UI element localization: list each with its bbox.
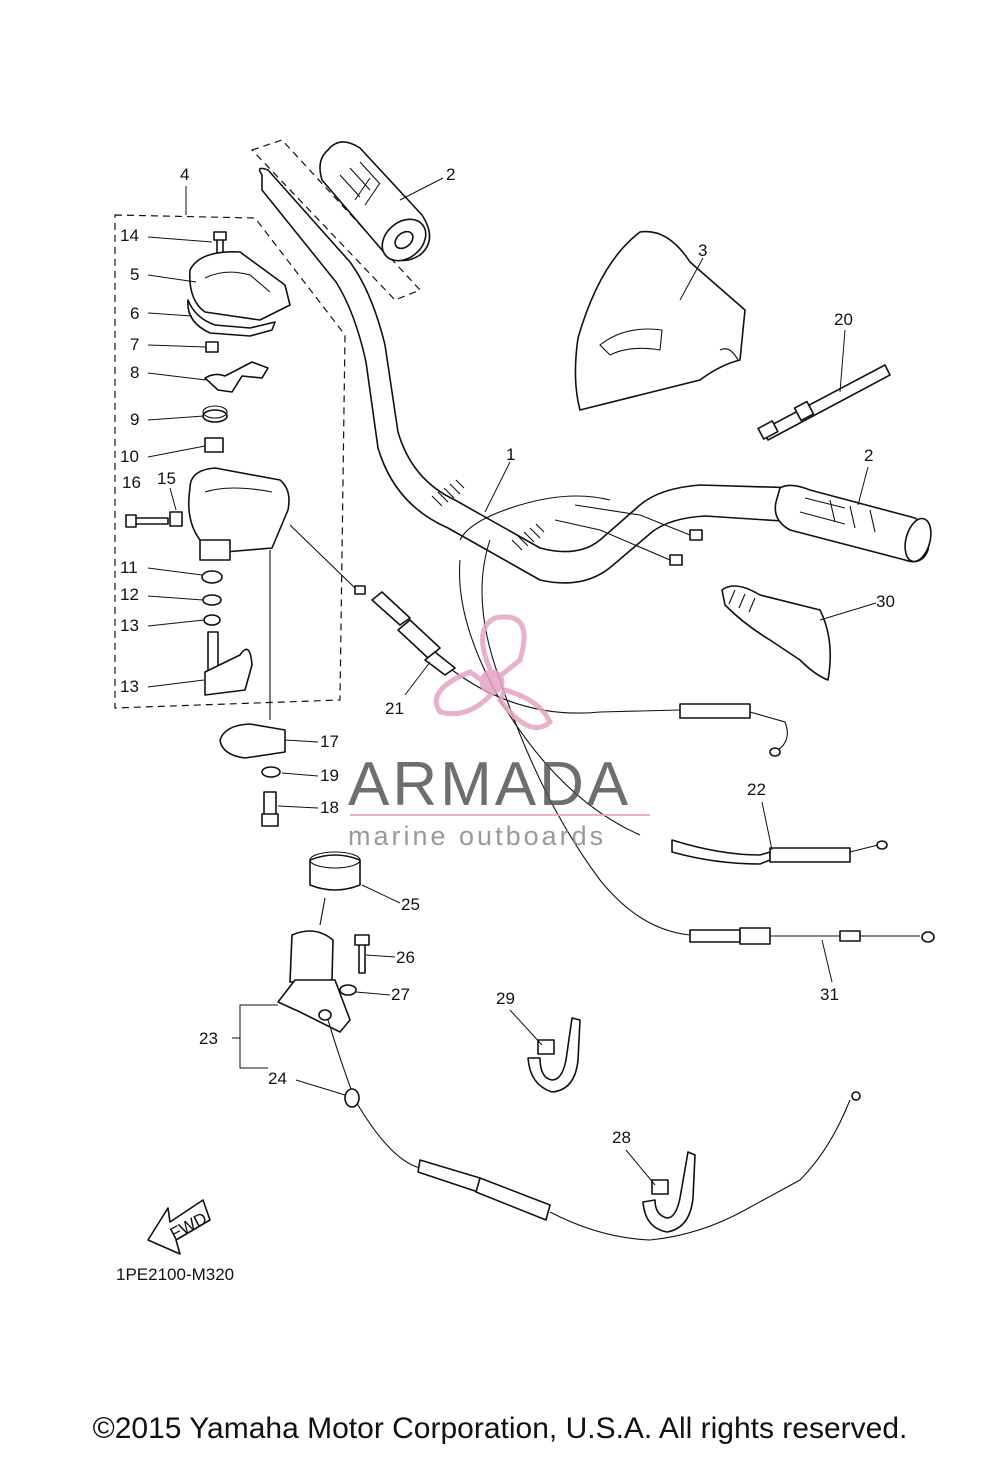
- watermark: ARMADA marine outboards: [348, 614, 650, 851]
- cable-boot: [721, 585, 832, 681]
- callout-12: 12: [120, 585, 139, 604]
- watermark-brand: ARMADA: [348, 750, 631, 819]
- callout-6: 6: [130, 304, 139, 323]
- drawing-code: 1PE2100-M320: [116, 1265, 234, 1284]
- callout-25: 24: [268, 1069, 287, 1088]
- cable-23: [458, 559, 888, 865]
- throttle-parts: [125, 231, 291, 696]
- callout-11: 11: [120, 558, 138, 577]
- callout-26: 25: [401, 895, 420, 914]
- callout-13: 13: [120, 616, 139, 635]
- callout-22: 21: [385, 699, 404, 718]
- upper-cable-ends: [554, 504, 703, 566]
- callout-28: 27: [391, 985, 410, 1004]
- callout-21: 20: [834, 310, 853, 329]
- cable-tie: [757, 364, 891, 441]
- leader-lines: [147, 177, 877, 1186]
- handlebar-cover: [574, 230, 746, 411]
- fwd-arrow: [147, 1199, 211, 1255]
- callout-17: 16: [122, 473, 141, 492]
- copyright-notice: ©2015 Yamaha Motor Corporation, U.S.A. A…: [92, 1412, 908, 1445]
- throttle-assembly-outline: [114, 214, 346, 709]
- callout-numbers: 4 14 5 6 7 8 9 10 16 15 11 12 13 13 17 1…: [120, 165, 895, 1147]
- callout-31: 30: [876, 592, 895, 611]
- callout-7: 7: [130, 335, 139, 354]
- cable-32: [481, 539, 935, 945]
- callout-9: 9: [130, 410, 139, 429]
- grip-upper: [319, 141, 431, 262]
- callout-32: 31: [820, 985, 839, 1004]
- throttle-cable: [289, 524, 788, 757]
- grip-lower: [774, 484, 932, 563]
- callout-2-upper: 2: [446, 165, 455, 184]
- lower-cable: [327, 1019, 861, 1241]
- callout-29: 28: [612, 1128, 631, 1147]
- callout-4: 4: [180, 165, 189, 184]
- callout-30: 29: [496, 989, 515, 1008]
- callout-1: 1: [506, 445, 515, 464]
- propeller-logo: [433, 614, 554, 731]
- switch-assembly: [277, 851, 370, 1033]
- cable-clamps: [527, 1017, 696, 1233]
- callout-3: 3: [698, 241, 707, 260]
- callout-19: 18: [320, 798, 339, 817]
- callout-8: 8: [130, 363, 139, 382]
- callout-2-lower: 2: [864, 446, 873, 465]
- callout-18: 17: [320, 732, 339, 751]
- handlebar: [250, 139, 801, 584]
- bracket-parts: [219, 550, 286, 827]
- callout-5: 5: [130, 265, 139, 284]
- callout-15: 14: [120, 226, 139, 245]
- callout-20: 19: [320, 766, 339, 785]
- callout-10: 10: [120, 447, 139, 466]
- callout-23: 22: [747, 780, 766, 799]
- watermark-tagline: marine outboards: [348, 821, 606, 851]
- callout-14: 13: [120, 677, 139, 696]
- callout-16: 15: [157, 469, 176, 488]
- callout-27: 26: [396, 948, 415, 967]
- callout-24: 23: [199, 1029, 218, 1048]
